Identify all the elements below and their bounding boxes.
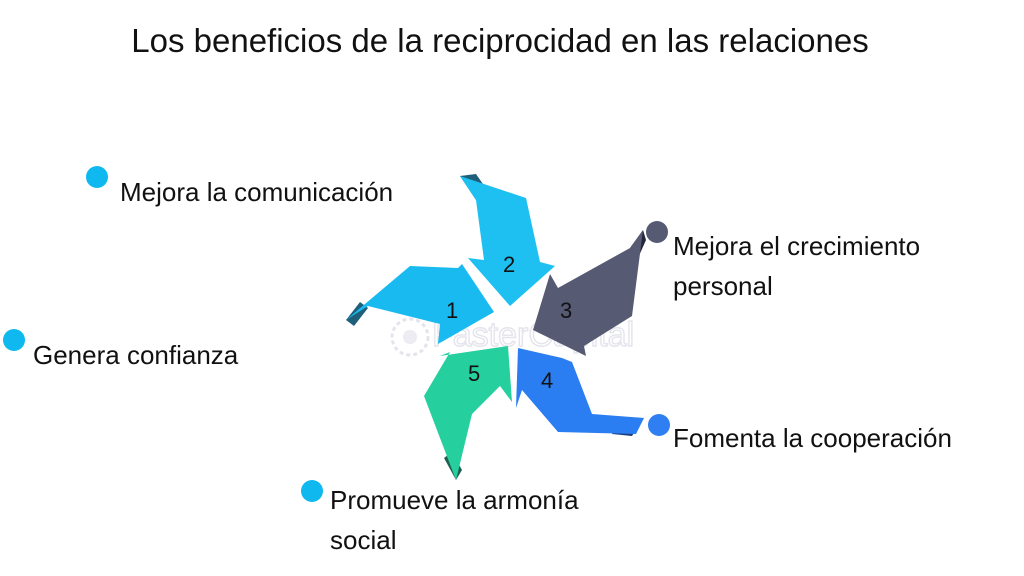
item-4-label: Fomenta la cooperación xyxy=(673,418,952,458)
item-3-label-line-2: personal xyxy=(673,271,773,301)
arrow-2-shape xyxy=(460,176,555,306)
arrow-2-number: 2 xyxy=(503,252,515,277)
item-4-bullet xyxy=(648,414,670,436)
item-2-bullet xyxy=(86,166,108,188)
arrow-5-number: 5 xyxy=(468,361,480,386)
arrow-1: 1 xyxy=(346,264,494,344)
item-4-label-line-1: Fomenta la cooperación xyxy=(673,423,952,453)
arrow-3: 3 xyxy=(533,230,646,356)
item-3-label: Mejora el crecimiento personal xyxy=(673,226,920,306)
item-5-bullet xyxy=(301,480,323,502)
item-1-bullet xyxy=(3,329,25,351)
item-3-label-line-1: Mejora el crecimiento xyxy=(673,231,921,261)
watermark-logo-icon xyxy=(390,317,430,357)
arrow-3-number: 3 xyxy=(560,298,572,323)
page-title: Los beneficios de la reciprocidad en las… xyxy=(131,22,869,59)
arrow-4: 4 xyxy=(516,348,644,436)
item-1-label-line-1: Genera confianza xyxy=(33,340,239,370)
arrow-5: 5 xyxy=(424,346,512,480)
item-2-label-line-1: Mejora la comunicación xyxy=(120,177,394,207)
item-1-label: Genera confianza xyxy=(33,335,238,375)
item-3-bullet xyxy=(646,221,668,243)
arrow-4-shape xyxy=(516,348,644,434)
arrow-5-shape xyxy=(424,346,512,480)
arrow-1-shape xyxy=(346,264,494,344)
item-2-label: Mejora la comunicación xyxy=(120,172,393,212)
item-5-label: Promueve la armonía social xyxy=(330,480,579,560)
item-5-label-line-1: Promueve la armonía xyxy=(330,485,579,515)
arrow-1-number: 1 xyxy=(446,298,458,323)
arrow-2: 2 xyxy=(460,174,555,306)
arrow-3-shape xyxy=(533,230,643,356)
arrow-4-number: 4 xyxy=(541,368,553,393)
item-5-label-line-2: social xyxy=(330,525,397,555)
